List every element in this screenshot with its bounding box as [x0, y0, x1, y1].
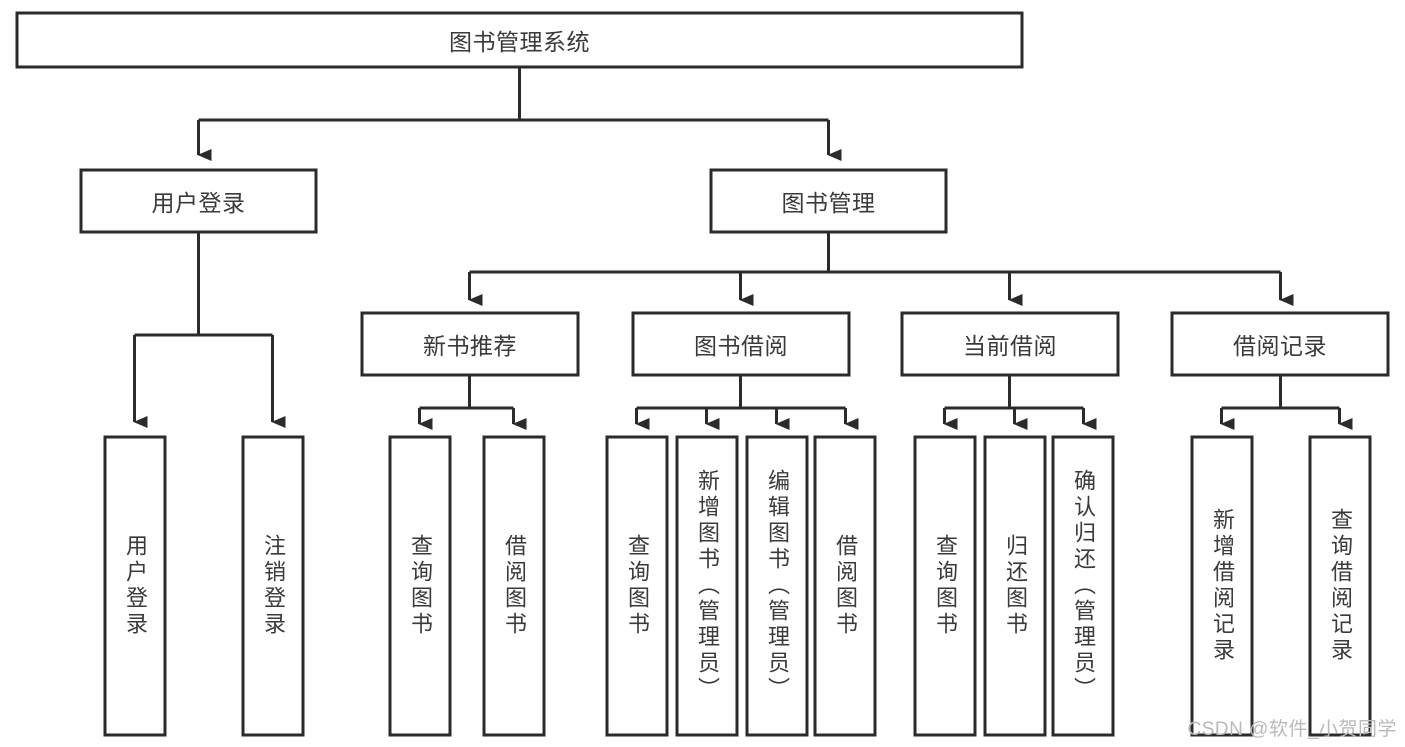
- leaf-box[interactable]: [745, 435, 809, 737]
- node-box-user-login[interactable]: [79, 168, 318, 234]
- leaf-box[interactable]: [1051, 435, 1115, 737]
- leaf-box[interactable]: [983, 435, 1047, 737]
- connector-group: [133, 67, 1353, 430]
- leaf-box[interactable]: [813, 435, 877, 737]
- node-box-root[interactable]: [15, 11, 1024, 69]
- leaf-box[interactable]: [913, 435, 977, 737]
- leaf-box[interactable]: [103, 435, 167, 737]
- node-box-borrow-records[interactable]: [1170, 311, 1390, 377]
- leaf-box[interactable]: [1190, 435, 1254, 737]
- node-box-new-book-recommend[interactable]: [360, 311, 580, 377]
- leaf-box[interactable]: [241, 435, 305, 737]
- watermark-text: CSDN @软件_小贺同学: [1187, 719, 1397, 740]
- leaf-box[interactable]: [605, 435, 669, 737]
- leaf-box[interactable]: [388, 435, 452, 737]
- node-box-current-borrow[interactable]: [900, 311, 1120, 377]
- node-box-book-management[interactable]: [709, 168, 948, 234]
- leaf-box[interactable]: [1308, 435, 1372, 737]
- leaf-box[interactable]: [675, 435, 739, 737]
- leaf-box[interactable]: [482, 435, 546, 737]
- node-box-book-borrow[interactable]: [631, 311, 851, 377]
